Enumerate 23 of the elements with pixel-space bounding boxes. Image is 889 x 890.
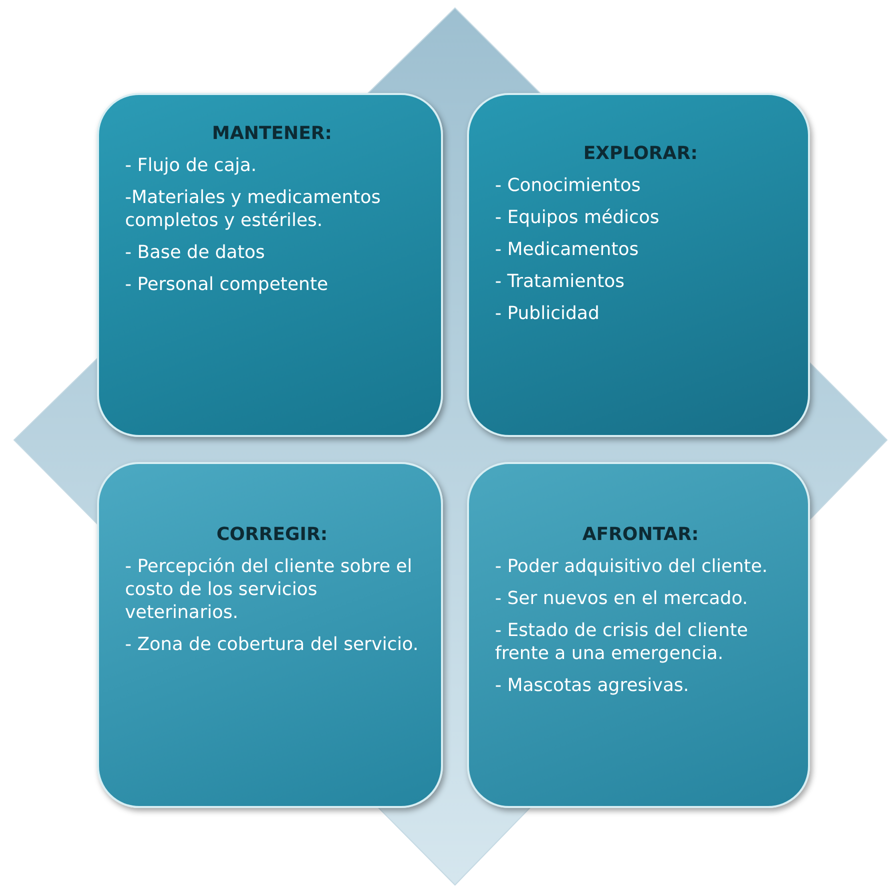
quadrant-card xyxy=(467,462,810,808)
list-item: - Poder adquisitivo del cliente. xyxy=(495,555,769,578)
list-item: - Percepción del cliente sobre el costo de los servicios veterinarios. xyxy=(125,555,414,624)
list-item: - Base de datos xyxy=(125,241,266,264)
list-item: - Publicidad xyxy=(495,302,600,325)
list-item: - Conocimientos xyxy=(495,174,642,197)
card-heading: MANTENER: xyxy=(211,123,333,144)
quadrant-card xyxy=(467,93,810,437)
list-item: - Flujo de caja. xyxy=(125,154,258,177)
card-heading: EXPLORAR: xyxy=(582,143,699,164)
list-item: - Tratamientos xyxy=(495,270,626,293)
quadrant-card xyxy=(97,93,443,437)
quadrant-card xyxy=(97,462,443,808)
list-item: - Mascotas agresivas. xyxy=(495,674,690,697)
list-item: - Zona de cobertura del servicio. xyxy=(125,633,419,656)
list-item: -Materiales y medicamentos completos y estériles. xyxy=(125,186,382,232)
list-item: - Medicamentos xyxy=(495,238,640,261)
list-item: - Personal competente xyxy=(125,273,330,296)
card-heading: CORREGIR: xyxy=(215,524,329,545)
list-item: - Equipos médicos xyxy=(495,206,660,229)
card-heading: AFRONTAR: xyxy=(581,524,700,545)
list-item: - Ser nuevos en el mercado. xyxy=(495,587,749,610)
list-item: - Estado de crisis del cliente frente a una emergencia. xyxy=(495,619,749,665)
